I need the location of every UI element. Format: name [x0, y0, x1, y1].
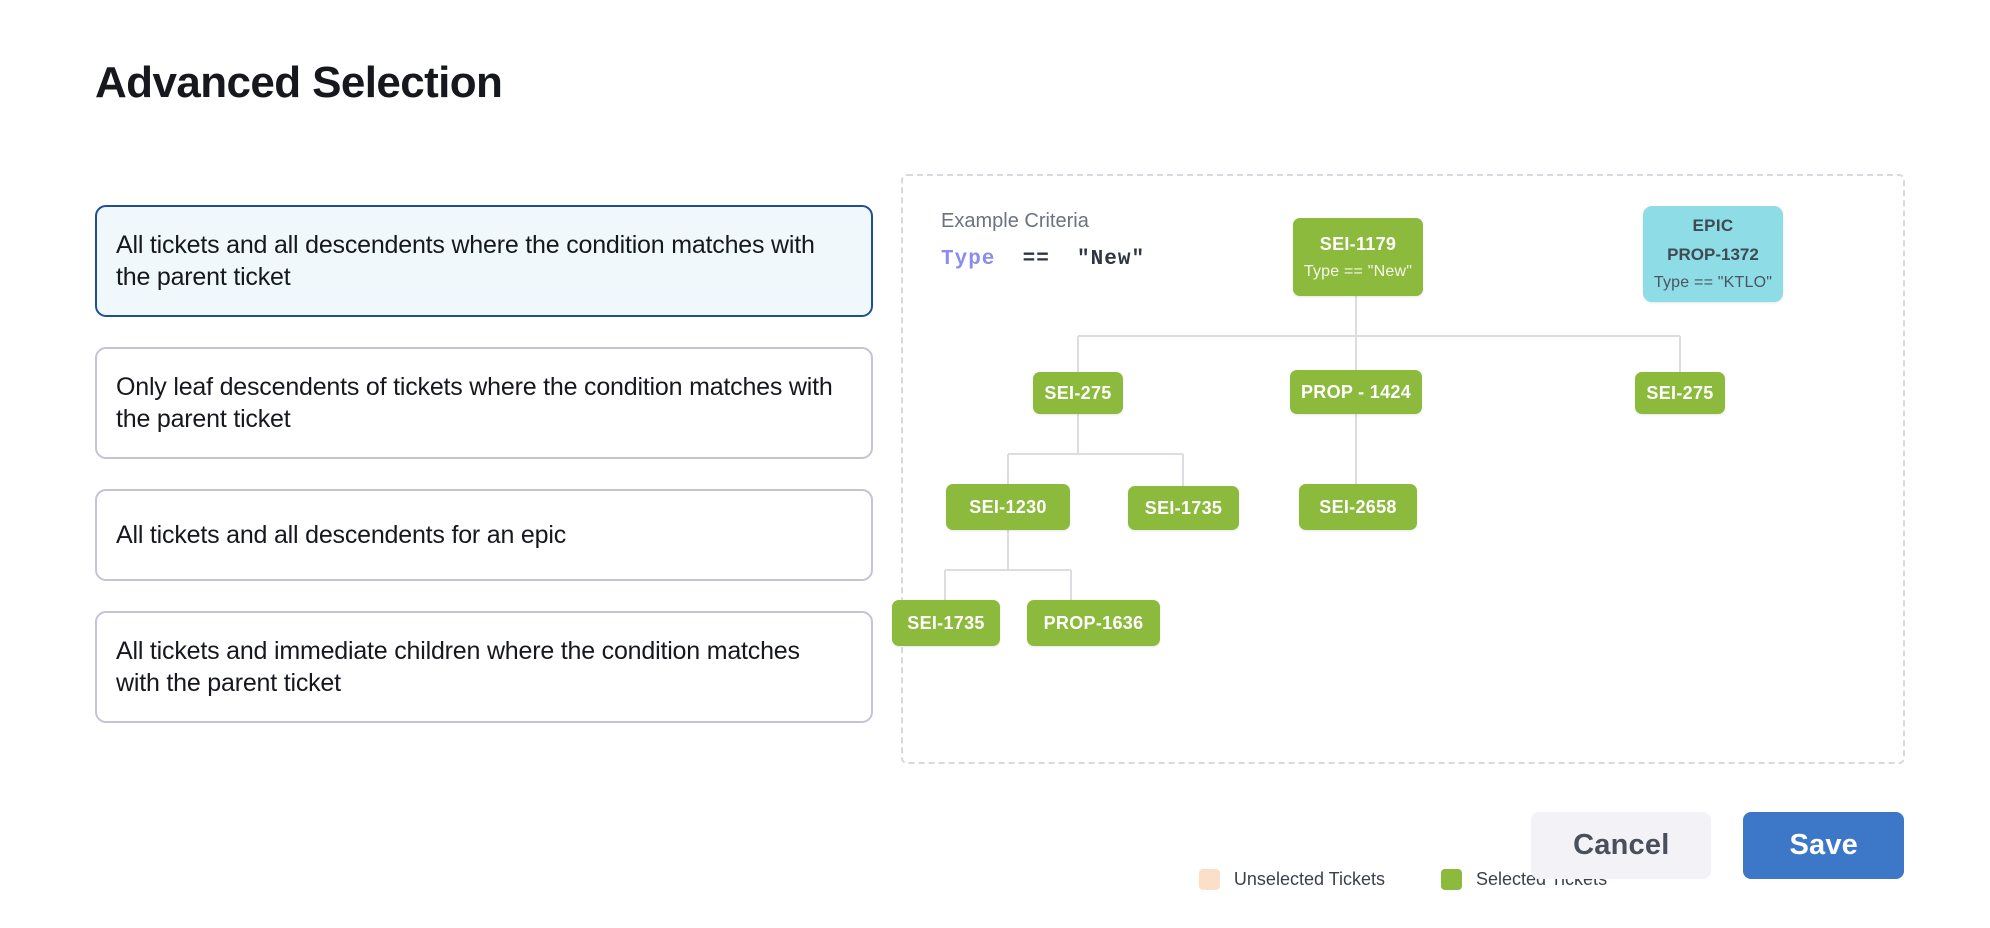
tree-node-sei-1735-leaf[interactable]: SEI-1735 [892, 600, 1000, 646]
cancel-button[interactable]: Cancel [1531, 812, 1712, 879]
option-card-leaf-descendents[interactable]: Only leaf descendents of tickets where t… [95, 347, 873, 459]
tree-node-sei-1735-mid[interactable]: SEI-1735 [1128, 486, 1239, 530]
node-id: PROP-1372 [1667, 245, 1759, 264]
tree-node-sei-2658[interactable]: SEI-2658 [1299, 484, 1417, 530]
dialog-footer: Cancel Save [1531, 812, 1904, 879]
node-id: SEI-2658 [1319, 496, 1397, 517]
criteria-field-token: Type [941, 248, 996, 271]
criteria-operator-value: == "New" [995, 248, 1146, 271]
node-id: SEI-275 [1044, 382, 1112, 403]
node-id: SEI-1179 [1319, 233, 1397, 254]
tree-node-sei-275-right[interactable]: SEI-275 [1635, 372, 1725, 414]
selection-options-list: All tickets and all descendents where th… [95, 205, 873, 753]
page-title: Advanced Selection [95, 58, 503, 107]
option-label: Only leaf descendents of tickets where t… [116, 373, 833, 433]
tree-node-sei-1179[interactable]: SEI-1179 Type == "New" [1293, 218, 1423, 296]
tree-node-epic-prop-1372[interactable]: EPIC PROP-1372 Type == "KTLO" [1643, 206, 1783, 302]
option-card-immediate-children[interactable]: All tickets and immediate children where… [95, 611, 873, 723]
tree-node-sei-1230[interactable]: SEI-1230 [946, 484, 1070, 530]
legend-swatch-unselected-icon [1198, 869, 1220, 890]
node-id: SEI-1735 [1144, 497, 1223, 518]
node-condition: Type == "KTLO" [1653, 274, 1773, 291]
example-diagram-panel: Example Criteria Type == "New" [892, 174, 1905, 890]
option-card-all-descendents[interactable]: All tickets and all descendents where th… [95, 205, 873, 317]
ticket-tree: SEI-1179 Type == "New" EPIC PROP-1372 Ty… [892, 176, 1903, 762]
tree-connectors [944, 296, 1681, 604]
legend-swatch-selected-icon [1441, 869, 1462, 890]
node-id: SEI-1735 [907, 612, 985, 633]
node-id: SEI-1230 [969, 496, 1047, 517]
node-id: PROP-1636 [1043, 612, 1144, 633]
option-card-epic-descendents[interactable]: All tickets and all descendents for an e… [95, 489, 873, 581]
tree-node-prop-1636[interactable]: PROP-1636 [1027, 600, 1160, 646]
save-button[interactable]: Save [1743, 812, 1904, 879]
option-label: All tickets and all descendents where th… [116, 231, 815, 291]
node-id: SEI-275 [1646, 382, 1714, 403]
option-label: All tickets and all descendents for an e… [116, 521, 566, 549]
node-condition: Type == "New" [1303, 262, 1413, 280]
option-label: All tickets and immediate children where… [116, 637, 800, 697]
legend-item-unselected: Unselected Tickets [1198, 869, 1385, 890]
node-kind-label: EPIC [1692, 216, 1734, 235]
legend-label: Unselected Tickets [1233, 869, 1385, 889]
criteria-title: Example Criteria [941, 210, 1089, 232]
tree-node-sei-275-left[interactable]: SEI-275 [1033, 372, 1123, 414]
tree-node-prop-1424[interactable]: PROP - 1424 [1290, 370, 1422, 414]
node-id: PROP - 1424 [1300, 381, 1412, 402]
criteria-expression: Type == "New" [941, 248, 1145, 271]
